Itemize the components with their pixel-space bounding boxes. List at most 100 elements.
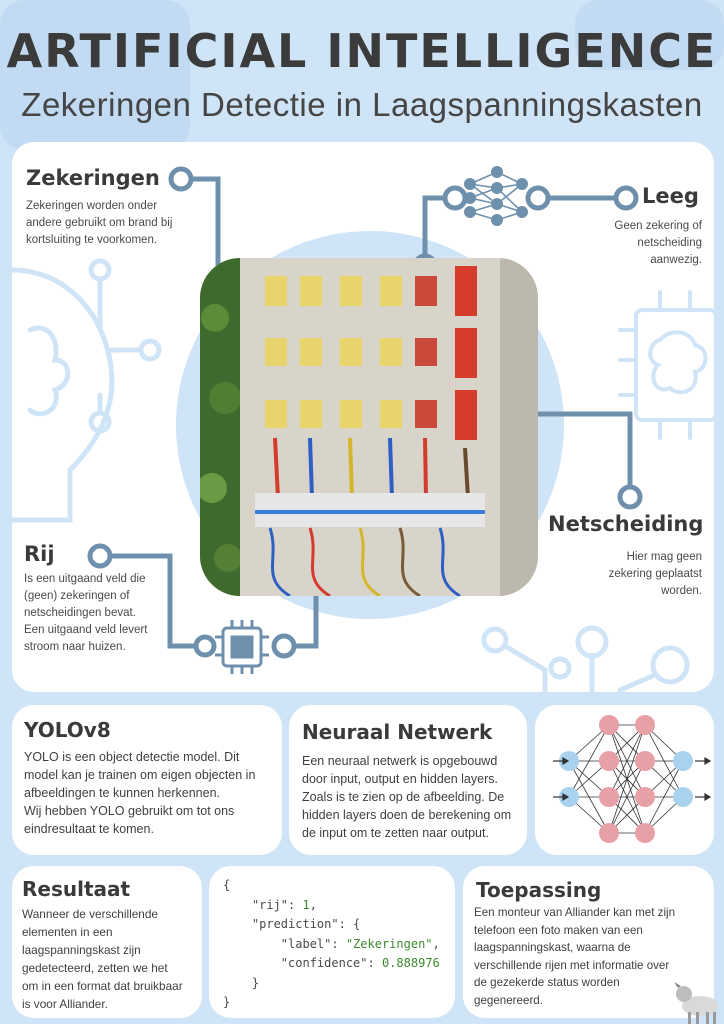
text-line: Wanneer de verschillende xyxy=(22,907,158,921)
cabinet-photo xyxy=(200,258,538,596)
label-netscheiding-title: Netscheiding xyxy=(548,512,704,536)
brain-circuit-icon xyxy=(618,290,718,440)
text-line: de input om te zetten naar output. xyxy=(302,826,489,840)
code-brace: } xyxy=(251,975,260,990)
label-leeg-text: Geen zekering of netscheiding aanwezig. xyxy=(560,218,702,269)
text-line: Een monteur van Alliander kan met zijn xyxy=(474,906,676,919)
text-line: de gezekerde status worden xyxy=(474,976,620,990)
connector-netscheiding xyxy=(489,411,633,490)
toepassing-title: Toepassing xyxy=(476,878,602,902)
text-line: stroom naar huizen. xyxy=(24,641,126,653)
label-zekeringen-text: Zekeringen worden onder andere gebruikt … xyxy=(26,198,206,249)
network-edge xyxy=(608,724,646,798)
text-line: netscheidingen bevat. xyxy=(24,607,136,619)
text-line: kortsluiting te voorkomen. xyxy=(26,234,158,246)
network-node xyxy=(635,823,655,843)
text-line: YOLO is een object detectie model. Dit xyxy=(24,750,240,764)
neuraal-title: Neuraal Netwerk xyxy=(302,720,493,744)
code-key: "label" xyxy=(280,936,332,951)
text-line: Hier mag geen xyxy=(626,551,702,563)
label-zekeringen-title: Zekeringen xyxy=(26,166,160,190)
node-chip-right xyxy=(271,633,297,659)
text-line: andere gebruikt om brand bij xyxy=(26,217,173,229)
node-netscheiding xyxy=(617,484,643,510)
text-line: Is een uitgaand veld die xyxy=(24,573,146,585)
network-node xyxy=(673,751,693,771)
text-line: is voor Alliander. xyxy=(22,997,108,1011)
text-line: gedetecteerd, zetten we het xyxy=(22,961,168,975)
text-line: aanwezig. xyxy=(650,254,702,266)
network-edge xyxy=(608,724,646,834)
code-key: "confidence" xyxy=(280,956,368,970)
label-leeg-title: Leeg xyxy=(642,184,699,208)
text-line: telefoon een foto maken van een xyxy=(474,923,643,937)
text-line: worden. xyxy=(661,585,702,597)
label-rij-title: Rij xyxy=(24,542,55,566)
network-diagram xyxy=(553,715,712,843)
text-line: Geen zekering of xyxy=(614,220,702,232)
code-card xyxy=(209,866,455,1018)
cpu-chip-icon xyxy=(215,620,269,674)
toepassing-card xyxy=(463,866,714,1018)
neuraal-card xyxy=(289,705,527,855)
neural-network-icon xyxy=(464,166,528,226)
yolo-title: YOLOv8 xyxy=(24,718,111,742)
text-line: Een uitgaand veld levert xyxy=(24,624,148,636)
network-node xyxy=(635,715,655,735)
connector-rij xyxy=(107,553,208,649)
resultaat-text: Wanneer de verschillende elementen in ee… xyxy=(22,905,200,1013)
code-brace: { xyxy=(223,878,231,892)
network-node xyxy=(673,787,693,807)
page-title: ARTIFICIAL INTELLIGENCE xyxy=(6,24,718,78)
page-subtitle: Zekeringen Detectie in Laagspanningskast… xyxy=(21,86,703,123)
code-value: 0.888976 xyxy=(381,956,440,970)
label-netscheiding-text: Hier mag geen zekering geplaatst worden. xyxy=(560,549,702,600)
text-line: Zekeringen worden onder xyxy=(26,200,158,212)
network-node xyxy=(635,751,655,771)
node-leeg xyxy=(613,185,639,211)
network-diagram-card xyxy=(535,705,714,855)
text-line: (geen) zekeringen of xyxy=(24,590,130,602)
resultaat-title: Resultaat xyxy=(22,877,131,901)
yolo-card xyxy=(12,705,282,855)
network-edge xyxy=(568,724,610,798)
text-line: Een neuraal netwerk is opgebouwd xyxy=(302,754,498,768)
node-leeg-b xyxy=(525,185,551,211)
code-brace: } xyxy=(223,995,231,1009)
text-line: gegenereerd. xyxy=(474,993,543,1007)
node-chip-left xyxy=(193,634,217,658)
text-line: netscheiding xyxy=(637,237,702,249)
json-output: { "rij": 1, "prediction": { "label": "Ze… xyxy=(223,878,440,1009)
network-node xyxy=(635,787,655,807)
label-rij-text: Is een uitgaand veld die (geen) zekering… xyxy=(24,571,184,656)
text-line: verschillende rijen met informatie over xyxy=(474,958,670,972)
circuit-decoration xyxy=(481,625,690,693)
network-node xyxy=(599,715,619,735)
background-shape xyxy=(575,0,724,70)
node-leeg-a xyxy=(442,185,468,211)
dog-icon xyxy=(674,982,718,1024)
text-line: elementen in een xyxy=(22,925,113,939)
text-line: eindresultaat te komen. xyxy=(24,822,154,836)
network-node xyxy=(599,751,619,771)
fuse-row-top xyxy=(265,266,477,316)
code-key: "prediction" xyxy=(251,917,339,931)
text-line: Zoals is te zien op de afbeelding. De xyxy=(302,790,505,804)
network-node xyxy=(599,787,619,807)
node-rij xyxy=(87,543,113,569)
toepassing-text: Een monteur van Alliander kan met zijn t… xyxy=(474,904,714,1010)
network-edge xyxy=(644,760,684,834)
network-edge xyxy=(608,760,646,834)
node-zekeringen xyxy=(168,166,194,192)
connector-leeg-left xyxy=(422,195,448,269)
resultaat-card xyxy=(12,866,202,1018)
code-value: "Zekeringen" xyxy=(345,936,433,951)
head-brain-icon xyxy=(9,258,162,523)
text-line: model kan je trainen om eigen objecten i… xyxy=(24,768,256,782)
cabinet-illustration xyxy=(200,258,538,596)
text-line: laagspanningskast, waarna de xyxy=(474,941,631,955)
fuse-row-low xyxy=(265,390,477,440)
network-node xyxy=(599,823,619,843)
background-shape xyxy=(0,0,190,150)
code-value: 1 xyxy=(302,897,310,912)
